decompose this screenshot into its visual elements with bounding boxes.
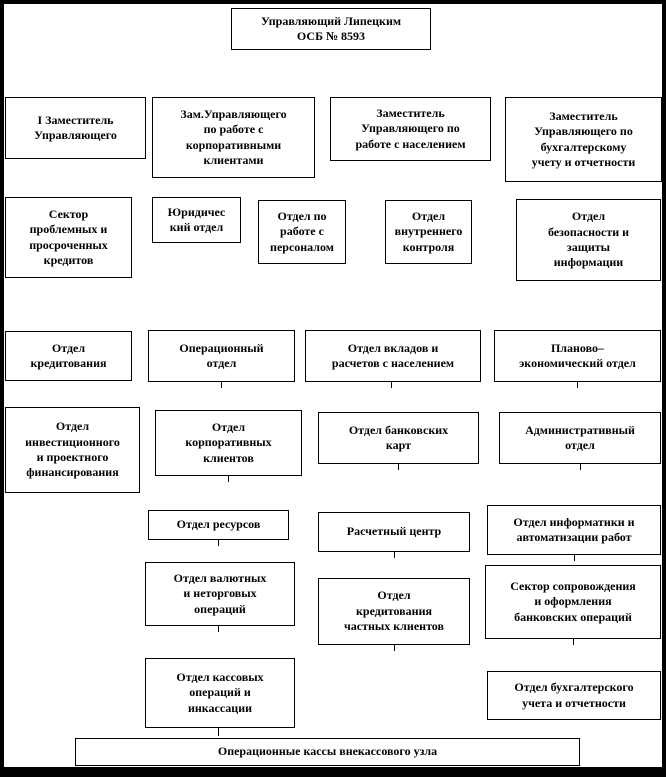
org-node-currency-dept: Отдел валютных и неторговых операций	[145, 562, 295, 626]
connector-line	[391, 382, 392, 388]
org-node-operations-dept: Операционный отдел	[148, 330, 295, 382]
connector-line	[228, 476, 229, 482]
org-node-cash-operations-dept: Отдел кассовых операций и инкассации	[145, 658, 295, 728]
org-node-legal-dept: Юридичес кий отдел	[152, 197, 241, 243]
connector-line	[573, 639, 574, 645]
connector-line	[394, 552, 395, 558]
org-node-deputy-corporate: Зам.Управляющего по работе с корпоративн…	[152, 97, 315, 178]
org-node-hr-dept: Отдел по работе с персоналом	[258, 200, 346, 264]
org-node-deposits-dept: Отдел вкладов и расчетов с населением	[305, 330, 481, 382]
connector-line	[218, 728, 219, 736]
org-node-first-deputy: I Заместитель Управляющего	[5, 97, 146, 159]
org-node-head-manager: Управляющий Липецким ОСБ № 8593	[231, 8, 431, 50]
org-node-investment-dept: Отдел инвестиционного и проектного финан…	[5, 407, 140, 493]
org-node-settlement-center: Расчетный центр	[318, 512, 470, 552]
org-node-corporate-clients-dept: Отдел корпоративных клиентов	[155, 410, 302, 476]
connector-line	[580, 464, 581, 470]
connector-line	[394, 645, 395, 651]
org-node-deputy-population: Заместитель Управляющего по работе с нас…	[330, 97, 491, 161]
org-node-operational-cash-desks: Операционные кассы внекассового узла	[75, 738, 580, 766]
connector-line	[398, 464, 399, 470]
org-node-sector-problem-loans: Сектор проблемных и просроченных кредито…	[5, 197, 132, 278]
org-node-bank-cards-dept: Отдел банковских карт	[318, 412, 479, 464]
org-node-sector-support: Сектор сопровождения и оформления банков…	[485, 565, 661, 639]
org-node-planning-economic-dept: Планово– экономический отдел	[494, 330, 661, 382]
connector-line	[218, 540, 219, 546]
connector-line	[574, 555, 575, 561]
org-node-internal-control-dept: Отдел внутреннего контроля	[385, 200, 472, 264]
org-node-administrative-dept: Административный отдел	[499, 412, 661, 464]
org-node-crediting-dept: Отдел кредитования	[5, 331, 132, 381]
org-node-private-crediting-dept: Отдел кредитования частных клиентов	[318, 578, 470, 645]
org-node-deputy-accounting: Заместитель Управляющего по бухгалтерско…	[505, 97, 662, 182]
org-node-security-dept: Отдел безопасности и защиты информации	[516, 199, 661, 281]
org-node-informatics-dept: Отдел информатики и автоматизации работ	[487, 505, 661, 555]
connector-line	[221, 382, 222, 388]
connector-line	[218, 626, 219, 632]
org-node-accounting-dept: Отдел бухгалтерского учета и отчетности	[487, 671, 661, 720]
org-node-resources-dept: Отдел ресурсов	[148, 510, 289, 540]
connector-line	[577, 382, 578, 388]
